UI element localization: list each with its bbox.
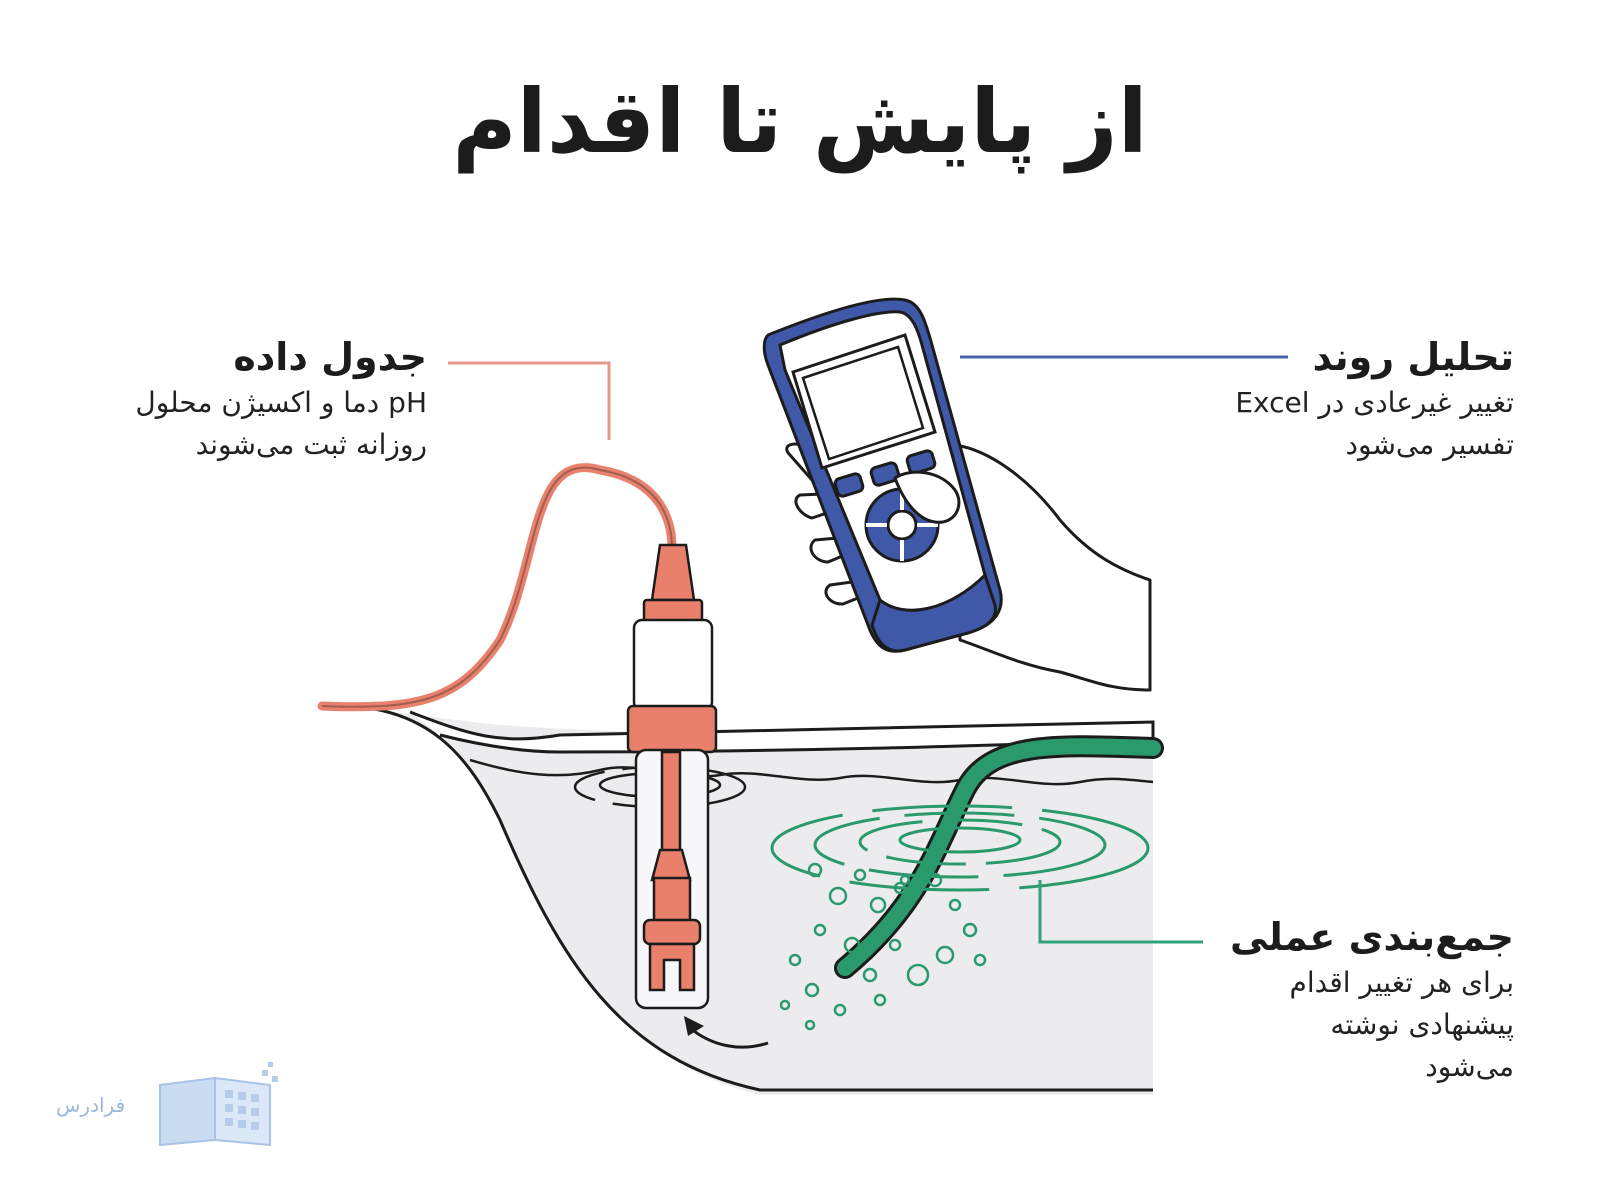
summary-line1: برای هر تغییر اقدام [1289, 966, 1514, 999]
brand-logo-text: فرادرس [56, 1093, 126, 1117]
flow-arrow [689, 1026, 769, 1049]
leader-line-data-table [448, 361, 611, 440]
aeration-hose-icon [834, 735, 1164, 979]
water-tank [321, 704, 1155, 1095]
trend-callout: تحلیل روند تغییر غیرعادی در Excel تفسیر … [1094, 332, 1514, 466]
summary-line3: می‌شود [1425, 1050, 1514, 1083]
green-ripples [770, 804, 1150, 892]
thumb [893, 470, 961, 524]
leader-line-summary [1038, 880, 1203, 944]
handheld-meter-icon [762, 297, 1003, 653]
data-table-line1: pH دما و اکسیژن محلول [135, 386, 427, 419]
book-logo-icon [159, 1062, 278, 1147]
data-table-callout: جدول داده pH دما و اکسیژن محلول روزانه ث… [7, 332, 427, 466]
summary-title: جمع‌بندی عملی [1230, 915, 1514, 959]
probe-cable [317, 463, 677, 712]
trend-line1: تغییر غیرعادی در Excel [1235, 386, 1514, 419]
ph-probe-icon [626, 543, 718, 1010]
trend-line2: تفسیر می‌شود [1345, 428, 1514, 461]
data-table-title: جدول داده [233, 335, 427, 379]
summary-line2: پیشنهادی نوشته [1330, 1008, 1514, 1041]
trend-title: تحلیل روند [1312, 335, 1514, 379]
data-table-line2: روزانه ثبت می‌شوند [195, 428, 427, 461]
bubbles-icon [779, 862, 987, 1031]
page-title: از پایش تا اقدام [452, 70, 1148, 173]
summary-callout: جمع‌بندی عملی برای هر تغییر اقدام پیشنها… [1094, 912, 1514, 1088]
